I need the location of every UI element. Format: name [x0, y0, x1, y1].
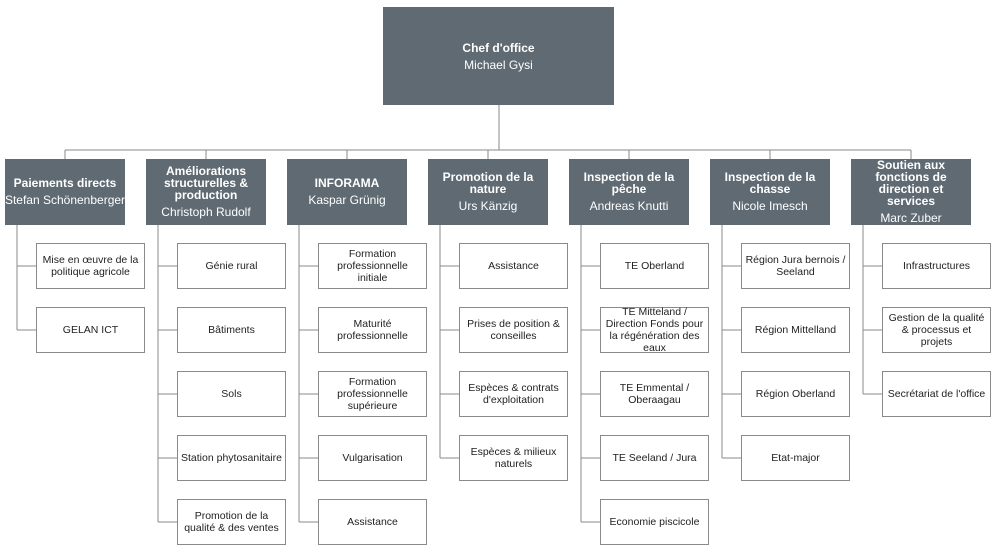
department-head-name: Kaspar Grünig — [308, 193, 386, 207]
unit-box: Région Jura bernois / Seeland — [741, 243, 850, 289]
department-head-name: Christoph Rudolf — [161, 205, 251, 219]
unit-box: Mise en œuvre de la politique agricole — [36, 243, 145, 289]
unit-box: TE Oberland — [600, 243, 709, 289]
department-head-name: Marc Zuber — [880, 211, 942, 225]
unit-label: Sols — [221, 388, 242, 400]
department-title: INFORAMA — [314, 176, 380, 190]
unit-box: Assistance — [318, 499, 427, 545]
unit-box: Maturité professionnelle — [318, 307, 427, 353]
unit-box: TE Mitteland / Direction Fonds pour la r… — [600, 306, 709, 354]
unit-box: Sols — [177, 371, 286, 417]
unit-label: Station phytosanitaire — [181, 452, 282, 464]
unit-label: Assistance — [488, 260, 539, 272]
unit-label: Mise en œuvre de la politique agricole — [42, 254, 139, 278]
department-box: Améliorations structurelles & production… — [146, 159, 266, 225]
unit-label: Infrastructures — [902, 260, 971, 272]
department-head-name: Stefan Schönenberger — [4, 193, 126, 207]
unit-label: Maturité professionnelle — [337, 318, 408, 342]
unit-label: Gestion de la qualité & processus et pro… — [888, 312, 985, 348]
unit-box: TE Emmental / Oberaagau — [600, 371, 709, 417]
unit-box: Infrastructures — [882, 243, 991, 289]
unit-box: Génie rural — [177, 243, 286, 289]
unit-box: TE Seeland / Jura — [600, 435, 709, 481]
unit-box: Formation professionnelle supérieure — [318, 371, 427, 417]
department-title: Paiements directs — [13, 176, 117, 190]
department-head-name: Andreas Knutti — [589, 199, 669, 213]
unit-label: Région Mittelland — [754, 324, 837, 336]
unit-label: Formation professionnelle supérieure — [337, 376, 408, 412]
unit-label: TE Seeland / Jura — [612, 452, 697, 464]
department-head-name: Urs Känzig — [458, 199, 518, 213]
unit-box: Vulgarisation — [318, 435, 427, 481]
department-box: INFORAMA Kaspar Grünig — [287, 159, 407, 225]
root-box: Chef d'office Michael Gysi — [383, 7, 614, 105]
department-box: Soutien aux fonctions de direction et se… — [851, 159, 971, 225]
unit-box: Bâtiments — [177, 307, 286, 353]
unit-label: GELAN ICT — [62, 324, 119, 336]
unit-box: Espèces & milieux naturels — [459, 435, 568, 481]
root-name: Michael Gysi — [464, 57, 533, 72]
unit-label: Région Oberland — [755, 388, 836, 400]
department-title: Soutien aux fonctions de direction et se… — [875, 158, 947, 208]
unit-box: Région Oberland — [741, 371, 850, 417]
unit-box: Prises de position & conseilles — [459, 307, 568, 353]
unit-label: Secrétariat de l'office — [887, 388, 986, 400]
unit-label: Région Jura bernois / Seeland — [745, 254, 846, 278]
unit-box: GELAN ICT — [36, 307, 145, 353]
department-title: Inspection de la chasse — [724, 170, 816, 196]
unit-box: Région Mittelland — [741, 307, 850, 353]
department-head-name: Nicole Imesch — [732, 199, 808, 213]
unit-box: Promotion de la qualité & des ventes — [177, 499, 286, 545]
unit-box: Etat-major — [741, 435, 850, 481]
unit-label: Etat-major — [771, 452, 820, 464]
department-title: Améliorations structurelles & production — [163, 164, 249, 202]
unit-box: Station phytosanitaire — [177, 435, 286, 481]
unit-box: Gestion de la qualité & processus et pro… — [882, 307, 991, 353]
unit-box: Assistance — [459, 243, 568, 289]
unit-box: Espèces & contrats d'exploitation — [459, 371, 568, 417]
unit-label: Bâtiments — [208, 324, 255, 336]
unit-label: TE Emmental / Oberaagau — [619, 382, 690, 406]
unit-label: TE Oberland — [624, 260, 685, 272]
department-title: Promotion de la nature — [442, 170, 534, 196]
unit-label: Espèces & contrats d'exploitation — [468, 382, 559, 406]
unit-label: Formation professionnelle initiale — [337, 248, 408, 284]
unit-label: Génie rural — [205, 260, 258, 272]
unit-label: Vulgarisation — [342, 452, 403, 464]
unit-box: Secrétariat de l'office — [882, 371, 991, 417]
unit-label: Espèces & milieux naturels — [470, 446, 557, 470]
unit-label: Assistance — [347, 516, 398, 528]
unit-label: Economie piscicole — [609, 516, 700, 528]
unit-label: Promotion de la qualité & des ventes — [184, 510, 279, 534]
unit-box: Economie piscicole — [600, 499, 709, 545]
unit-label: Prises de position & conseilles — [467, 318, 560, 342]
unit-box: Formation professionnelle initiale — [318, 243, 427, 289]
unit-label: TE Mitteland / Direction Fonds pour la r… — [605, 306, 704, 354]
root-title: Chef d'office — [462, 40, 535, 55]
department-title: Inspection de la pêche — [583, 170, 675, 196]
